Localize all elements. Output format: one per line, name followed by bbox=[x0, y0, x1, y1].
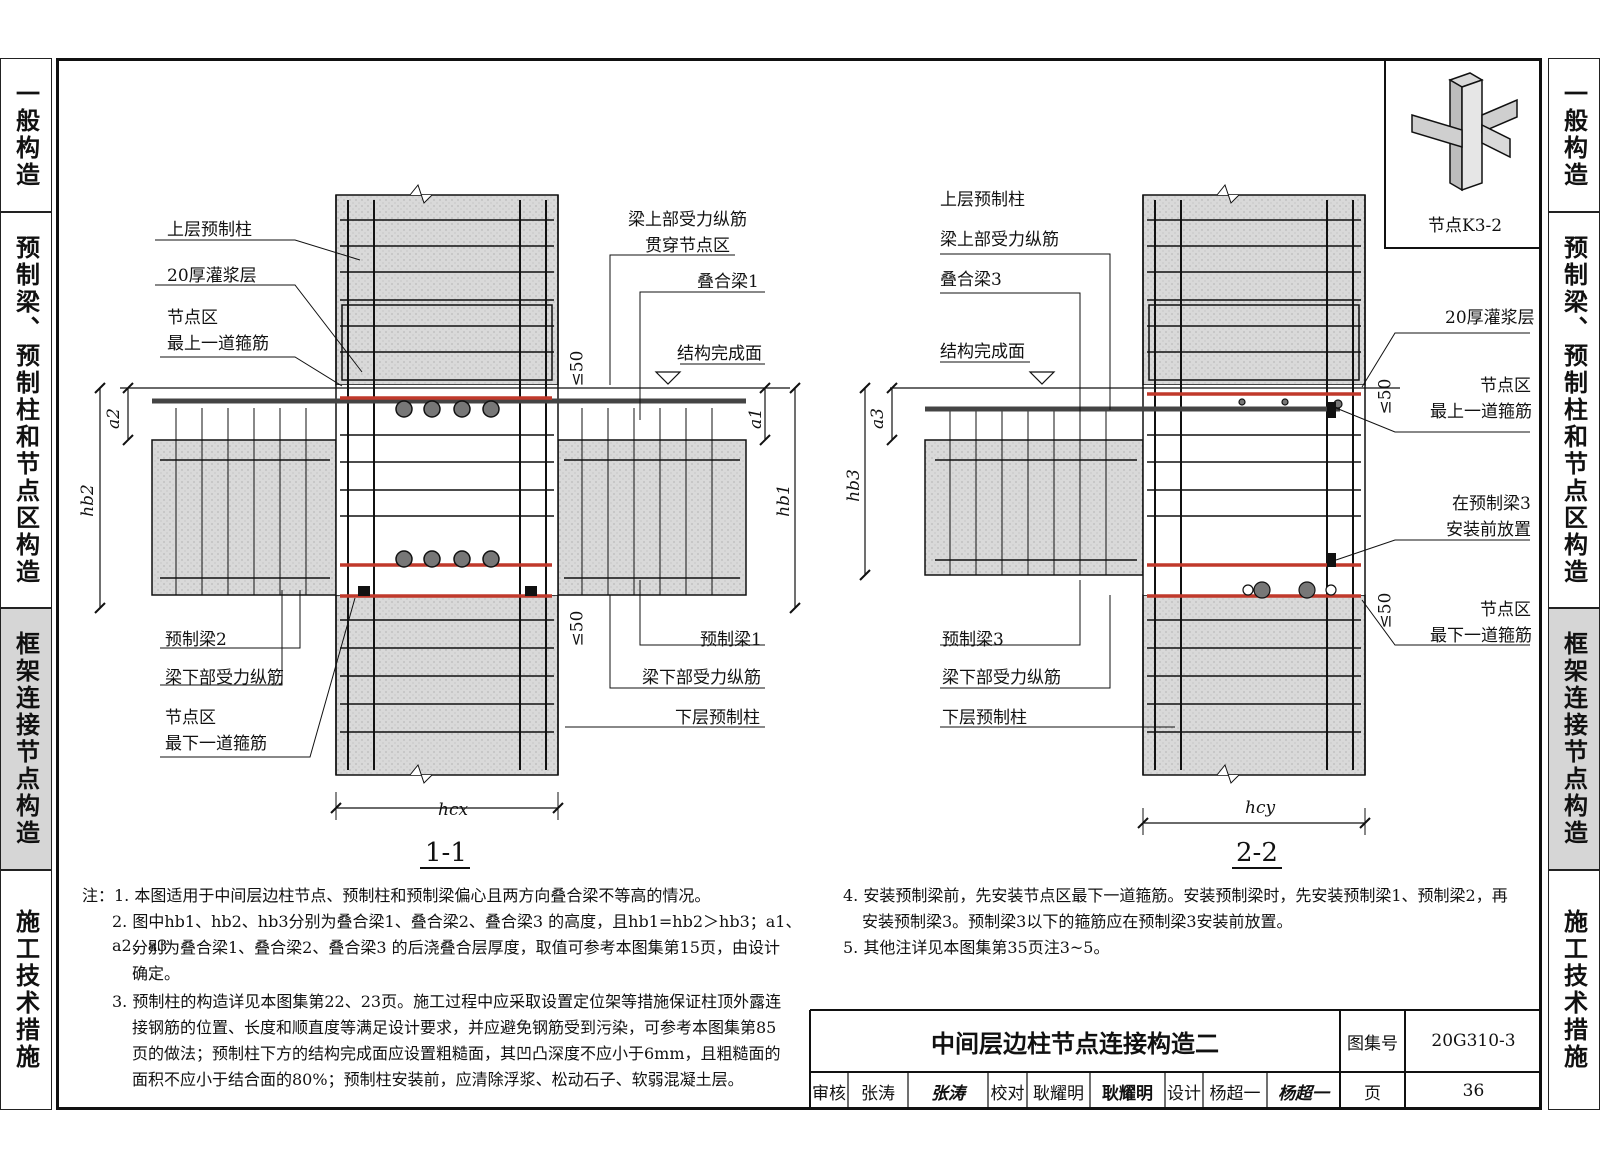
side-tab-precast-left[interactable]: 预制梁、预制柱和节点区构造 bbox=[0, 212, 52, 608]
s2-finish-surface-label: 结构完成面 bbox=[940, 342, 1025, 362]
drawing-frame bbox=[56, 58, 1542, 1110]
s2-hcy-label: hcy bbox=[1245, 798, 1276, 818]
s1-bottom-bar-right-label: 梁下部受力纵筋 bbox=[642, 668, 761, 688]
s2-hb3-label: hb3 bbox=[843, 469, 864, 502]
note-2-line-2: 分别为叠合梁1、叠合梁2、叠合梁3 的后浇叠合层厚度，取值可参考本图集第15页，… bbox=[132, 938, 780, 957]
side-tab-frame-right[interactable]: 框架连接节点构造 bbox=[1548, 608, 1600, 870]
s1-a2-label: a2 bbox=[103, 408, 124, 429]
s2-dim-bottom-label: ≤50 bbox=[1375, 592, 1396, 629]
s1-node-top-label-2: 最上一道箍筋 bbox=[167, 334, 269, 354]
design-label: 设计 bbox=[1167, 1083, 1201, 1104]
s1-hb1-label: hb1 bbox=[773, 484, 794, 517]
s2-node-bottom-label-1: 节点区 bbox=[1480, 600, 1531, 620]
s2-lower-column-label: 下层预制柱 bbox=[942, 708, 1027, 728]
note-3-line-4: 面积不应小于结合面的80%；预制柱安装前，应清除浮浆、松动石子、软弱混凝土层。 bbox=[132, 1070, 744, 1089]
s1-precast-beam-1-label: 预制梁1 bbox=[700, 630, 762, 650]
s1-upper-column-label: 上层预制柱 bbox=[167, 220, 252, 240]
s2-grout-label: 20厚灌浆层 bbox=[1445, 308, 1535, 328]
s1-lower-column-label: 下层预制柱 bbox=[675, 708, 760, 728]
s2-place-before-label-1: 在预制梁3 bbox=[1452, 494, 1531, 514]
section-1-1 bbox=[94, 183, 801, 869]
node-icon-label: 节点K3-2 bbox=[1428, 216, 1503, 236]
s1-dim-top-label: ≤50 bbox=[567, 350, 588, 387]
reviewer-signature: 张涛 bbox=[931, 1083, 965, 1104]
s2-a3-label: a3 bbox=[867, 408, 888, 429]
note-4-line-2: 安装预制梁3。预制梁3以下的箍筋应在预制梁3安装前放置。 bbox=[862, 912, 1293, 931]
s1-precast-beam-2-label: 预制梁2 bbox=[165, 630, 227, 650]
note-2-line-3: 确定。 bbox=[132, 964, 181, 983]
atlas-number: 20G310-3 bbox=[1431, 1031, 1516, 1051]
s1-top-bar-label-2: 贯穿节点区 bbox=[645, 236, 730, 256]
s2-precast-beam-3-label: 预制梁3 bbox=[942, 630, 1004, 650]
s2-upper-column-label: 上层预制柱 bbox=[940, 190, 1025, 210]
note-1: 注：1. 本图适用于中间层边柱节点、预制柱和预制梁偏心且两方向叠合梁不等高的情况… bbox=[82, 886, 711, 905]
s1-hb2-label: hb2 bbox=[77, 484, 98, 517]
reviewer-name: 张涛 bbox=[861, 1083, 895, 1104]
s1-a1-label: a1 bbox=[745, 408, 766, 429]
s1-dim-bottom-label: ≤50 bbox=[567, 610, 588, 647]
section-2-2-title: 2-2 bbox=[1236, 838, 1278, 868]
side-tab-general-right[interactable]: 一般构造 bbox=[1548, 58, 1600, 212]
s2-node-bottom-label-2: 最下一道箍筋 bbox=[1430, 626, 1532, 646]
designer-signature: 杨超一 bbox=[1278, 1083, 1329, 1104]
checker-name: 耿耀明 bbox=[1033, 1083, 1084, 1104]
s2-node-top-label-2: 最上一道箍筋 bbox=[1430, 402, 1532, 422]
checker-signature: 耿耀明 bbox=[1102, 1083, 1153, 1104]
note-5: 5. 其他注详见本图集第35页注3~5。 bbox=[843, 938, 1110, 957]
s2-bottom-bar-label: 梁下部受力纵筋 bbox=[942, 668, 1061, 688]
side-tab-general-left[interactable]: 一般构造 bbox=[0, 58, 52, 212]
s1-top-bar-label-1: 梁上部受力纵筋 bbox=[628, 210, 747, 230]
s2-place-before-label-2: 安装前放置 bbox=[1446, 520, 1531, 540]
s1-node-top-label-1: 节点区 bbox=[167, 308, 218, 328]
s1-hcx-label: hcx bbox=[438, 800, 469, 820]
title-block-lines bbox=[809, 1009, 1542, 1110]
section-1-1-title: 1-1 bbox=[425, 838, 467, 868]
note-3-line-3: 页的做法；预制柱下方的结构完成面应设置粗糙面，其凹凸深度不应小于6mm，且粗糙面… bbox=[132, 1044, 781, 1063]
check-label: 校对 bbox=[990, 1083, 1025, 1104]
review-label: 审核 bbox=[812, 1083, 846, 1104]
s1-composite-beam-1-label: 叠合梁1 bbox=[697, 272, 759, 292]
page-number: 36 bbox=[1462, 1081, 1485, 1101]
note-2-line-1: 2. 图中hb1、hb2、hb3分别为叠合梁1、叠合梁2、叠合梁3 的高度，且h… bbox=[112, 912, 802, 955]
s2-composite-beam-3-label: 叠合梁3 bbox=[940, 270, 1002, 290]
designer-name: 杨超一 bbox=[1209, 1083, 1261, 1104]
side-tab-construction-left[interactable]: 施工技术措施 bbox=[0, 870, 52, 1110]
s2-top-bar-label: 梁上部受力纵筋 bbox=[940, 230, 1059, 250]
s1-node-bottom-label-2: 最下一道箍筋 bbox=[165, 734, 267, 754]
atlas-label: 图集号 bbox=[1347, 1033, 1398, 1054]
side-tab-construction-right[interactable]: 施工技术措施 bbox=[1548, 870, 1600, 1110]
node-icon-box bbox=[1384, 59, 1541, 249]
section-2-2 bbox=[859, 183, 1530, 869]
s1-finish-surface-label: 结构完成面 bbox=[677, 344, 762, 364]
note-3-line-1: 3. 预制柱的构造详见本图集第22、23页。施工过程中应采取设置定位架等措施保证… bbox=[112, 992, 782, 1011]
side-tab-frame-left[interactable]: 框架连接节点构造 bbox=[0, 608, 52, 870]
s1-node-bottom-label-1: 节点区 bbox=[165, 708, 216, 728]
s1-grout-label: 20厚灌浆层 bbox=[167, 266, 257, 286]
note-4-line-1: 4. 安装预制梁前，先安装节点区最下一道箍筋。安装预制梁时，先安装预制梁1、预制… bbox=[843, 886, 1508, 905]
s1-bottom-bar-left-label: 梁下部受力纵筋 bbox=[165, 668, 284, 688]
page-label: 页 bbox=[1364, 1083, 1381, 1104]
s2-node-top-label-1: 节点区 bbox=[1480, 376, 1531, 396]
s2-dim-top-label: ≤50 bbox=[1375, 378, 1396, 415]
node-3d-icon bbox=[1411, 72, 1518, 192]
note-3-line-2: 接钢筋的位置、长度和顺直度等满足设计要求，并应避免钢筋受到污染，可参考本图集第8… bbox=[132, 1018, 777, 1037]
drawing-title: 中间层边柱节点连接构造二 bbox=[931, 1028, 1219, 1058]
